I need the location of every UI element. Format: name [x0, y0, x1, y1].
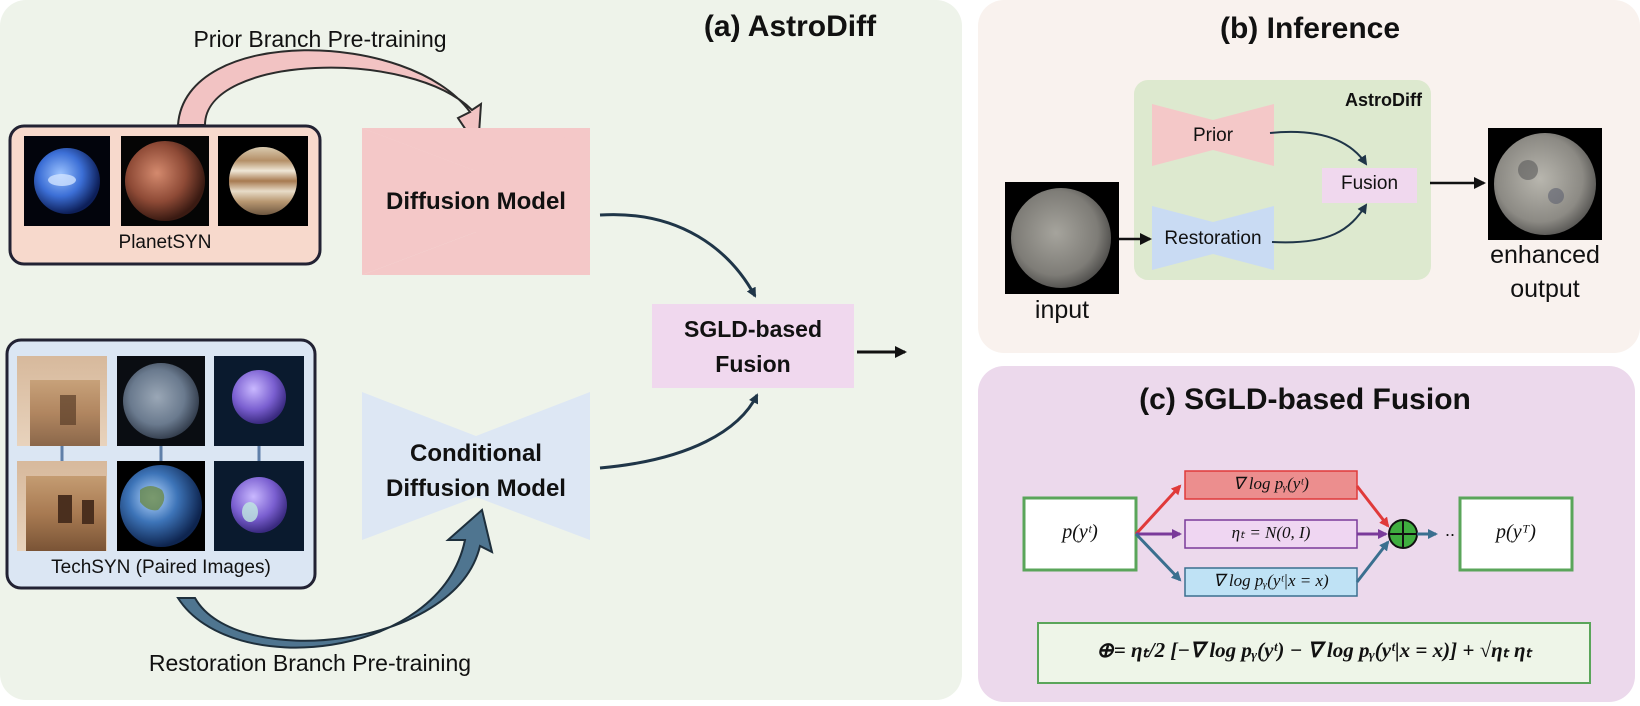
restoration-pretraining-arrow	[176, 508, 494, 649]
inference-fusion-box	[1322, 168, 1417, 203]
panel-b-title: (b) Inference	[1219, 12, 1401, 45]
inference-prior-shape	[1152, 104, 1274, 166]
prior-pretraining-label: Prior Branch Pre-training	[193, 26, 447, 52]
earth-blurred-thumbnail	[123, 363, 199, 439]
fusion-label-line2: Fusion	[715, 351, 791, 377]
conditional-label-line1: Conditional	[410, 440, 542, 467]
output-label-line2: output	[1510, 275, 1580, 303]
arrow-diffusion-to-fusion	[599, 213, 757, 298]
panel-c-title: (c) SGLD-based Fusion	[1139, 383, 1471, 416]
inference-fusion-label: Fusion	[1340, 173, 1399, 194]
grad-cond-label: ∇ log pᵧ(yᵗ|x = x)	[1213, 571, 1329, 590]
fusion-label-line1: SGLD-based	[683, 316, 823, 342]
input-moon-image	[1011, 188, 1111, 288]
dots-label: ..	[1444, 520, 1455, 540]
arrow-conditional-to-fusion	[599, 393, 759, 470]
output-label-line1: enhanced	[1490, 241, 1600, 269]
formula-box	[1037, 622, 1591, 684]
p-yT-box	[1458, 496, 1574, 572]
conditional-label-line2: Diffusion Model	[386, 475, 566, 502]
fusion-formula: ⊕= ηₜ/2 [−∇ log pᵧ(yᵗ) − ∇ log pᵧ(yᵗ|x =…	[1096, 638, 1532, 662]
output-moon-image	[1494, 133, 1596, 235]
diffusion-model-label: Diffusion Model	[386, 188, 566, 215]
conditional-diffusion-shape	[362, 392, 590, 540]
planet-jupiter-thumbnail	[229, 147, 297, 215]
p-yt-label: p(yᵗ)	[1062, 521, 1098, 543]
p-yT-label: p(yᵀ)	[1496, 521, 1536, 543]
panel-a-title: (a) AstroDiff	[703, 10, 877, 43]
noise-box	[1184, 519, 1358, 549]
grad-prior-box	[1184, 470, 1358, 500]
inference-restoration-label: Restoration	[1164, 228, 1262, 249]
sgld-fusion-box	[652, 304, 854, 388]
planetsyn-label: PlanetSYN	[118, 232, 212, 253]
grad-prior-label: ∇ log pᵧ(yᵗ)	[1233, 474, 1309, 493]
restoration-pretraining-label: Restoration Branch Pre-training	[148, 650, 472, 676]
grad-cond-box	[1184, 567, 1358, 597]
inference-prior-label: Prior	[1192, 125, 1234, 146]
astrodiff-label: AstroDiff	[1345, 90, 1422, 110]
input-label: input	[1034, 296, 1090, 324]
orb-blurred-thumbnail	[232, 370, 286, 424]
inference-restoration-shape	[1152, 206, 1274, 270]
noise-label: ηₜ = N(0, I)	[1231, 523, 1311, 542]
planet-mars-thumbnail	[125, 141, 205, 221]
techsyn-label: TechSYN (Paired Images)	[51, 557, 271, 578]
